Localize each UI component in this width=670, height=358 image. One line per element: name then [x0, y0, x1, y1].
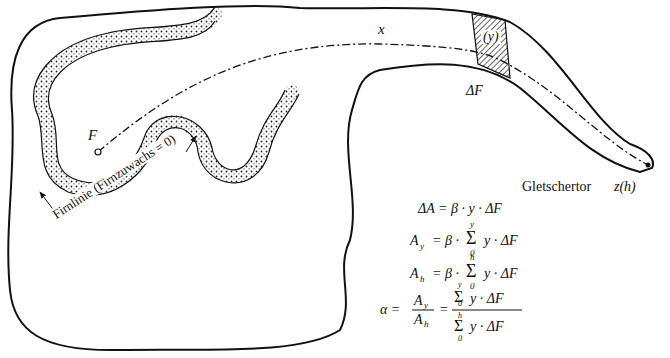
path-letter: x — [376, 22, 387, 37]
formula-part: A — [410, 267, 419, 281]
formula-part: y · ΔF — [484, 267, 517, 281]
end-point — [646, 163, 651, 168]
glacier-outline — [8, 6, 653, 350]
outlet-point: z(h) — [612, 180, 638, 194]
sum-limit: 0 — [458, 335, 462, 343]
formula-part: A — [410, 234, 419, 248]
sum-limit: h — [470, 253, 475, 262]
sum-sign: Σ — [454, 318, 463, 334]
formula-part: y · ΔF — [470, 292, 503, 306]
sum-limit: h — [458, 312, 462, 320]
formula-sub: h — [424, 320, 429, 329]
firnline-arrow — [186, 136, 196, 152]
area-label: ΔF — [464, 84, 485, 98]
formula-part: y · ΔF — [470, 320, 503, 334]
start-point — [95, 149, 101, 155]
fraction-bar — [412, 310, 434, 311]
formula-part: α = — [380, 303, 400, 317]
formula-sub: y — [420, 242, 424, 251]
firn-band-edge — [49, 21, 285, 183]
point-label: F — [86, 128, 99, 143]
formula-sub: h — [420, 275, 425, 284]
area-strip — [472, 14, 510, 78]
formula-part: = — [439, 303, 448, 317]
formula-part: = β · — [432, 267, 459, 281]
sum-sign: Σ — [466, 229, 476, 247]
formula-part: A — [414, 313, 423, 327]
sum-limit: 0 — [458, 300, 462, 308]
firnline-arrow — [204, 150, 205, 156]
sum-limit: y — [470, 220, 474, 229]
sum-limit: y — [458, 281, 462, 289]
sum-sign: Σ — [466, 262, 476, 280]
formula-sub: y — [424, 301, 428, 310]
fraction-bar — [452, 310, 522, 311]
formula-part: = β · — [432, 234, 459, 248]
formula: ΔA = β · y · ΔF — [418, 202, 502, 216]
sum-limit: 0 — [470, 282, 475, 291]
formula-part: A — [414, 294, 423, 308]
flow-line — [98, 44, 648, 165]
outlet-label: Gletschertor — [520, 180, 593, 194]
width-label: (y) — [481, 30, 501, 44]
formula-part: y · ΔF — [484, 234, 517, 248]
